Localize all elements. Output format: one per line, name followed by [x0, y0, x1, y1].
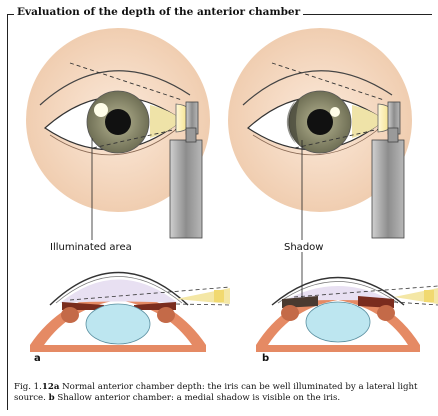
cross-section-a	[30, 273, 230, 353]
label-illuminated-area: Illuminated area	[50, 242, 132, 253]
caption-fig-prefix: Fig. 1.	[14, 382, 42, 392]
panel-label-a: a	[34, 353, 41, 364]
figure-caption: Fig. 1.12a Normal anterior chamber depth…	[14, 382, 430, 404]
eye-a-front-view	[26, 28, 210, 240]
lamp-body-a	[170, 140, 202, 238]
lamp-body-b	[372, 140, 404, 238]
eye-b-front-view	[228, 28, 412, 240]
caption-fig-number: 12a	[42, 382, 60, 392]
caption-part-b: Shallow anterior chamber: a medial shado…	[55, 393, 341, 403]
panel-label-b: b	[262, 353, 269, 364]
label-shadow: Shadow	[284, 242, 323, 253]
cross-section-b	[256, 278, 438, 353]
